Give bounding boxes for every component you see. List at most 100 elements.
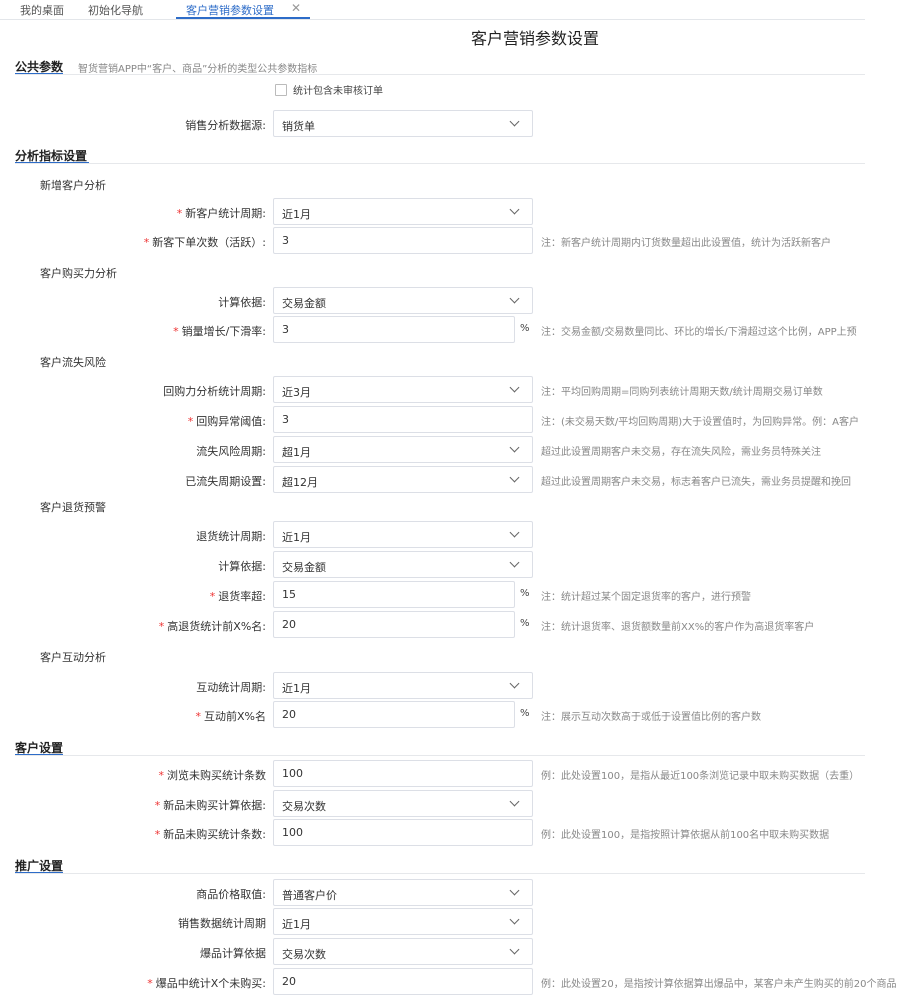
return-basis-select[interactable]: 交易金额: [273, 551, 533, 578]
interaction-top-input[interactable]: 20: [273, 701, 515, 728]
interaction-top-note: 注：展示互动次数高于或低于设置值比例的客户数: [541, 712, 761, 723]
tab-init-navigation[interactable]: 初始化导航: [88, 4, 143, 17]
chevron-down-icon: [509, 885, 520, 896]
section-public-desc: 智货营销APP中“客户、商品”分析的类型公共参数指标: [78, 64, 318, 75]
repurchase-period-select[interactable]: 近3月: [273, 376, 533, 403]
return-top-unit: %: [520, 618, 530, 629]
return-period-select[interactable]: 近1月: [273, 521, 533, 548]
interaction-period-select[interactable]: 近1月: [273, 672, 533, 699]
hot-basis-select[interactable]: 交易次数: [273, 938, 533, 965]
page-title: 客户营销参数设置: [470, 29, 599, 48]
subsection-interaction: 客户互动分析: [40, 651, 106, 664]
chevron-down-icon: [509, 527, 520, 538]
include-unaudited-label: 统计包含未审核订单: [293, 86, 383, 97]
section-divider: [15, 755, 865, 756]
chevron-down-icon: [509, 293, 520, 304]
return-period-label: 退货统计周期:: [196, 530, 266, 543]
section-customer-settings: 客户设置: [15, 741, 64, 755]
row-return-basis: 计算依据: 交易金额: [0, 550, 913, 580]
data-source-value: 销货单: [282, 120, 315, 133]
churn-risk-period-select[interactable]: 超1月: [273, 436, 533, 463]
new-product-count-note: 例：此处设置100，是指按照计算依据从前100名中取未购买数据: [541, 830, 830, 841]
row-interaction-top: *互动前X%名 20 % 注：展示互动次数高于或低于设置值比例的客户数: [0, 700, 913, 730]
row-repurchase-anomaly: *回购异常阈值: 3 注：(未交易天数/平均回购周期)大于设置值时，为回购异常。…: [0, 405, 913, 435]
return-top-input[interactable]: 20: [273, 611, 515, 638]
churn-risk-period-note: 超过此设置周期客户未交易，存在流失风险，需业务员特殊关注: [541, 447, 821, 458]
chevron-down-icon: [509, 557, 520, 568]
repurchase-anomaly-input[interactable]: 3: [273, 406, 533, 433]
row-purchase-basis: 计算依据: 交易金额: [0, 286, 913, 316]
lost-period-value: 超12月: [282, 476, 318, 489]
interaction-top-unit: %: [520, 708, 530, 719]
data-source-select[interactable]: 销货单: [273, 110, 533, 137]
new-product-count-input[interactable]: 100: [273, 819, 533, 846]
chevron-down-icon: [509, 914, 520, 925]
subsection-churn-risk: 客户流失风险: [40, 356, 106, 369]
row-hot-top: *爆品中统计X个未购买: 20 例：此处设置20，是指按计算依据算出爆品中，某客…: [0, 967, 913, 997]
churn-risk-period-value: 超1月: [282, 446, 311, 459]
browse-count-label: *浏览未购买统计条数: [158, 769, 267, 782]
tab-customer-marketing-settings[interactable]: 客户营销参数设置: [186, 4, 274, 17]
row-browse-count: *浏览未购买统计条数 100 例：此处设置100，是指从最近100条浏览记录中取…: [0, 759, 913, 789]
return-basis-value: 交易金额: [282, 561, 326, 574]
sales-period-select[interactable]: 近1月: [273, 908, 533, 935]
section-divider: [15, 873, 865, 874]
growth-rate-unit: %: [520, 323, 530, 334]
subsection-new-customer: 新增客户分析: [40, 179, 106, 192]
row-hot-basis: 爆品计算依据 交易次数: [0, 937, 913, 967]
include-unaudited-checkbox-row[interactable]: 统计包含未审核订单: [275, 82, 383, 97]
chevron-down-icon: [509, 442, 520, 453]
return-top-note: 注：统计退货率、退货额数量前XX%的客户作为高退货率客户: [541, 622, 815, 633]
purchase-basis-select[interactable]: 交易金额: [273, 287, 533, 314]
new-product-count-label: *新品未购买统计条数:: [154, 828, 266, 841]
return-rate-input[interactable]: 15: [273, 581, 515, 608]
close-icon[interactable]: ✕: [291, 1, 302, 15]
repurchase-anomaly-note: 注：(未交易天数/平均回购周期)大于设置值时，为回购异常。例：A客户: [541, 417, 860, 428]
new-product-basis-value: 交易次数: [282, 800, 326, 813]
repurchase-period-note: 注：平均回购周期=同购列表统计周期天数/统计周期交易订单数: [541, 387, 823, 398]
subsection-return-warning: 客户退货预警: [40, 501, 106, 514]
return-rate-label: *退货率超:: [209, 590, 266, 603]
row-growth-rate: *销量增长/下滑率: 3 % 注：交易金额/交易数量同比、环比的增长/下滑超过这…: [0, 315, 913, 345]
new-product-basis-label: *新品未购买计算依据:: [154, 799, 266, 812]
purchase-basis-label: 计算依据:: [218, 296, 266, 309]
chevron-down-icon: [509, 382, 520, 393]
row-new-product-count: *新品未购买统计条数: 100 例：此处设置100，是指按照计算依据从前100名…: [0, 818, 913, 848]
section-divider: [15, 163, 865, 164]
new-customer-period-value: 近1月: [282, 208, 311, 221]
browse-count-input[interactable]: 100: [273, 760, 533, 787]
new-product-basis-select[interactable]: 交易次数: [273, 790, 533, 817]
chevron-down-icon: [509, 204, 520, 215]
row-new-product-basis: *新品未购买计算依据: 交易次数: [0, 789, 913, 819]
include-unaudited-checkbox[interactable]: [275, 83, 287, 96]
row-new-customer-orders: *新客下单次数（活跃）: 3 注：新客户统计周期内订货数量超出此设置值，统计为活…: [0, 226, 913, 256]
new-customer-orders-label: *新客下单次数（活跃）:: [143, 236, 266, 249]
row-return-top: *高退货统计前X%名: 20 % 注：统计退货率、退货额数量前XX%的客户作为高…: [0, 610, 913, 640]
active-tab-indicator: [176, 17, 310, 19]
repurchase-period-label: 回购力分析统计周期:: [163, 385, 266, 398]
price-value-select[interactable]: 普通客户价: [273, 879, 533, 906]
return-rate-unit: %: [520, 588, 530, 599]
new-customer-orders-note: 注：新客户统计周期内订货数量超出此设置值，统计为活跃新客户: [541, 238, 831, 249]
chevron-down-icon: [509, 796, 520, 807]
price-value-value: 普通客户价: [282, 889, 337, 902]
repurchase-period-value: 近3月: [282, 386, 311, 399]
interaction-top-label: *互动前X%名: [195, 710, 267, 723]
section-public-params: 公共参数: [15, 60, 64, 74]
subsection-purchase-power: 客户购买力分析: [40, 267, 117, 280]
new-customer-orders-input[interactable]: 3: [273, 227, 533, 254]
churn-risk-period-label: 流失风险周期:: [196, 445, 266, 458]
chevron-down-icon: [509, 944, 520, 955]
growth-rate-input[interactable]: 3: [273, 316, 515, 343]
hot-top-input[interactable]: 20: [273, 968, 533, 995]
hot-basis-value: 交易次数: [282, 948, 326, 961]
purchase-basis-value: 交易金额: [282, 297, 326, 310]
chevron-down-icon: [509, 678, 520, 689]
new-customer-period-select[interactable]: 近1月: [273, 198, 533, 225]
browse-count-note: 例：此处设置100，是指从最近100条浏览记录中取未购买数据（去重）: [541, 771, 860, 782]
section-analysis: 分析指标设置: [15, 149, 88, 163]
tab-my-desktop[interactable]: 我的桌面: [20, 4, 64, 17]
lost-period-label: 已流失周期设置:: [185, 475, 266, 488]
repurchase-anomaly-label: *回购异常阈值:: [187, 415, 266, 428]
lost-period-select[interactable]: 超12月: [273, 466, 533, 493]
